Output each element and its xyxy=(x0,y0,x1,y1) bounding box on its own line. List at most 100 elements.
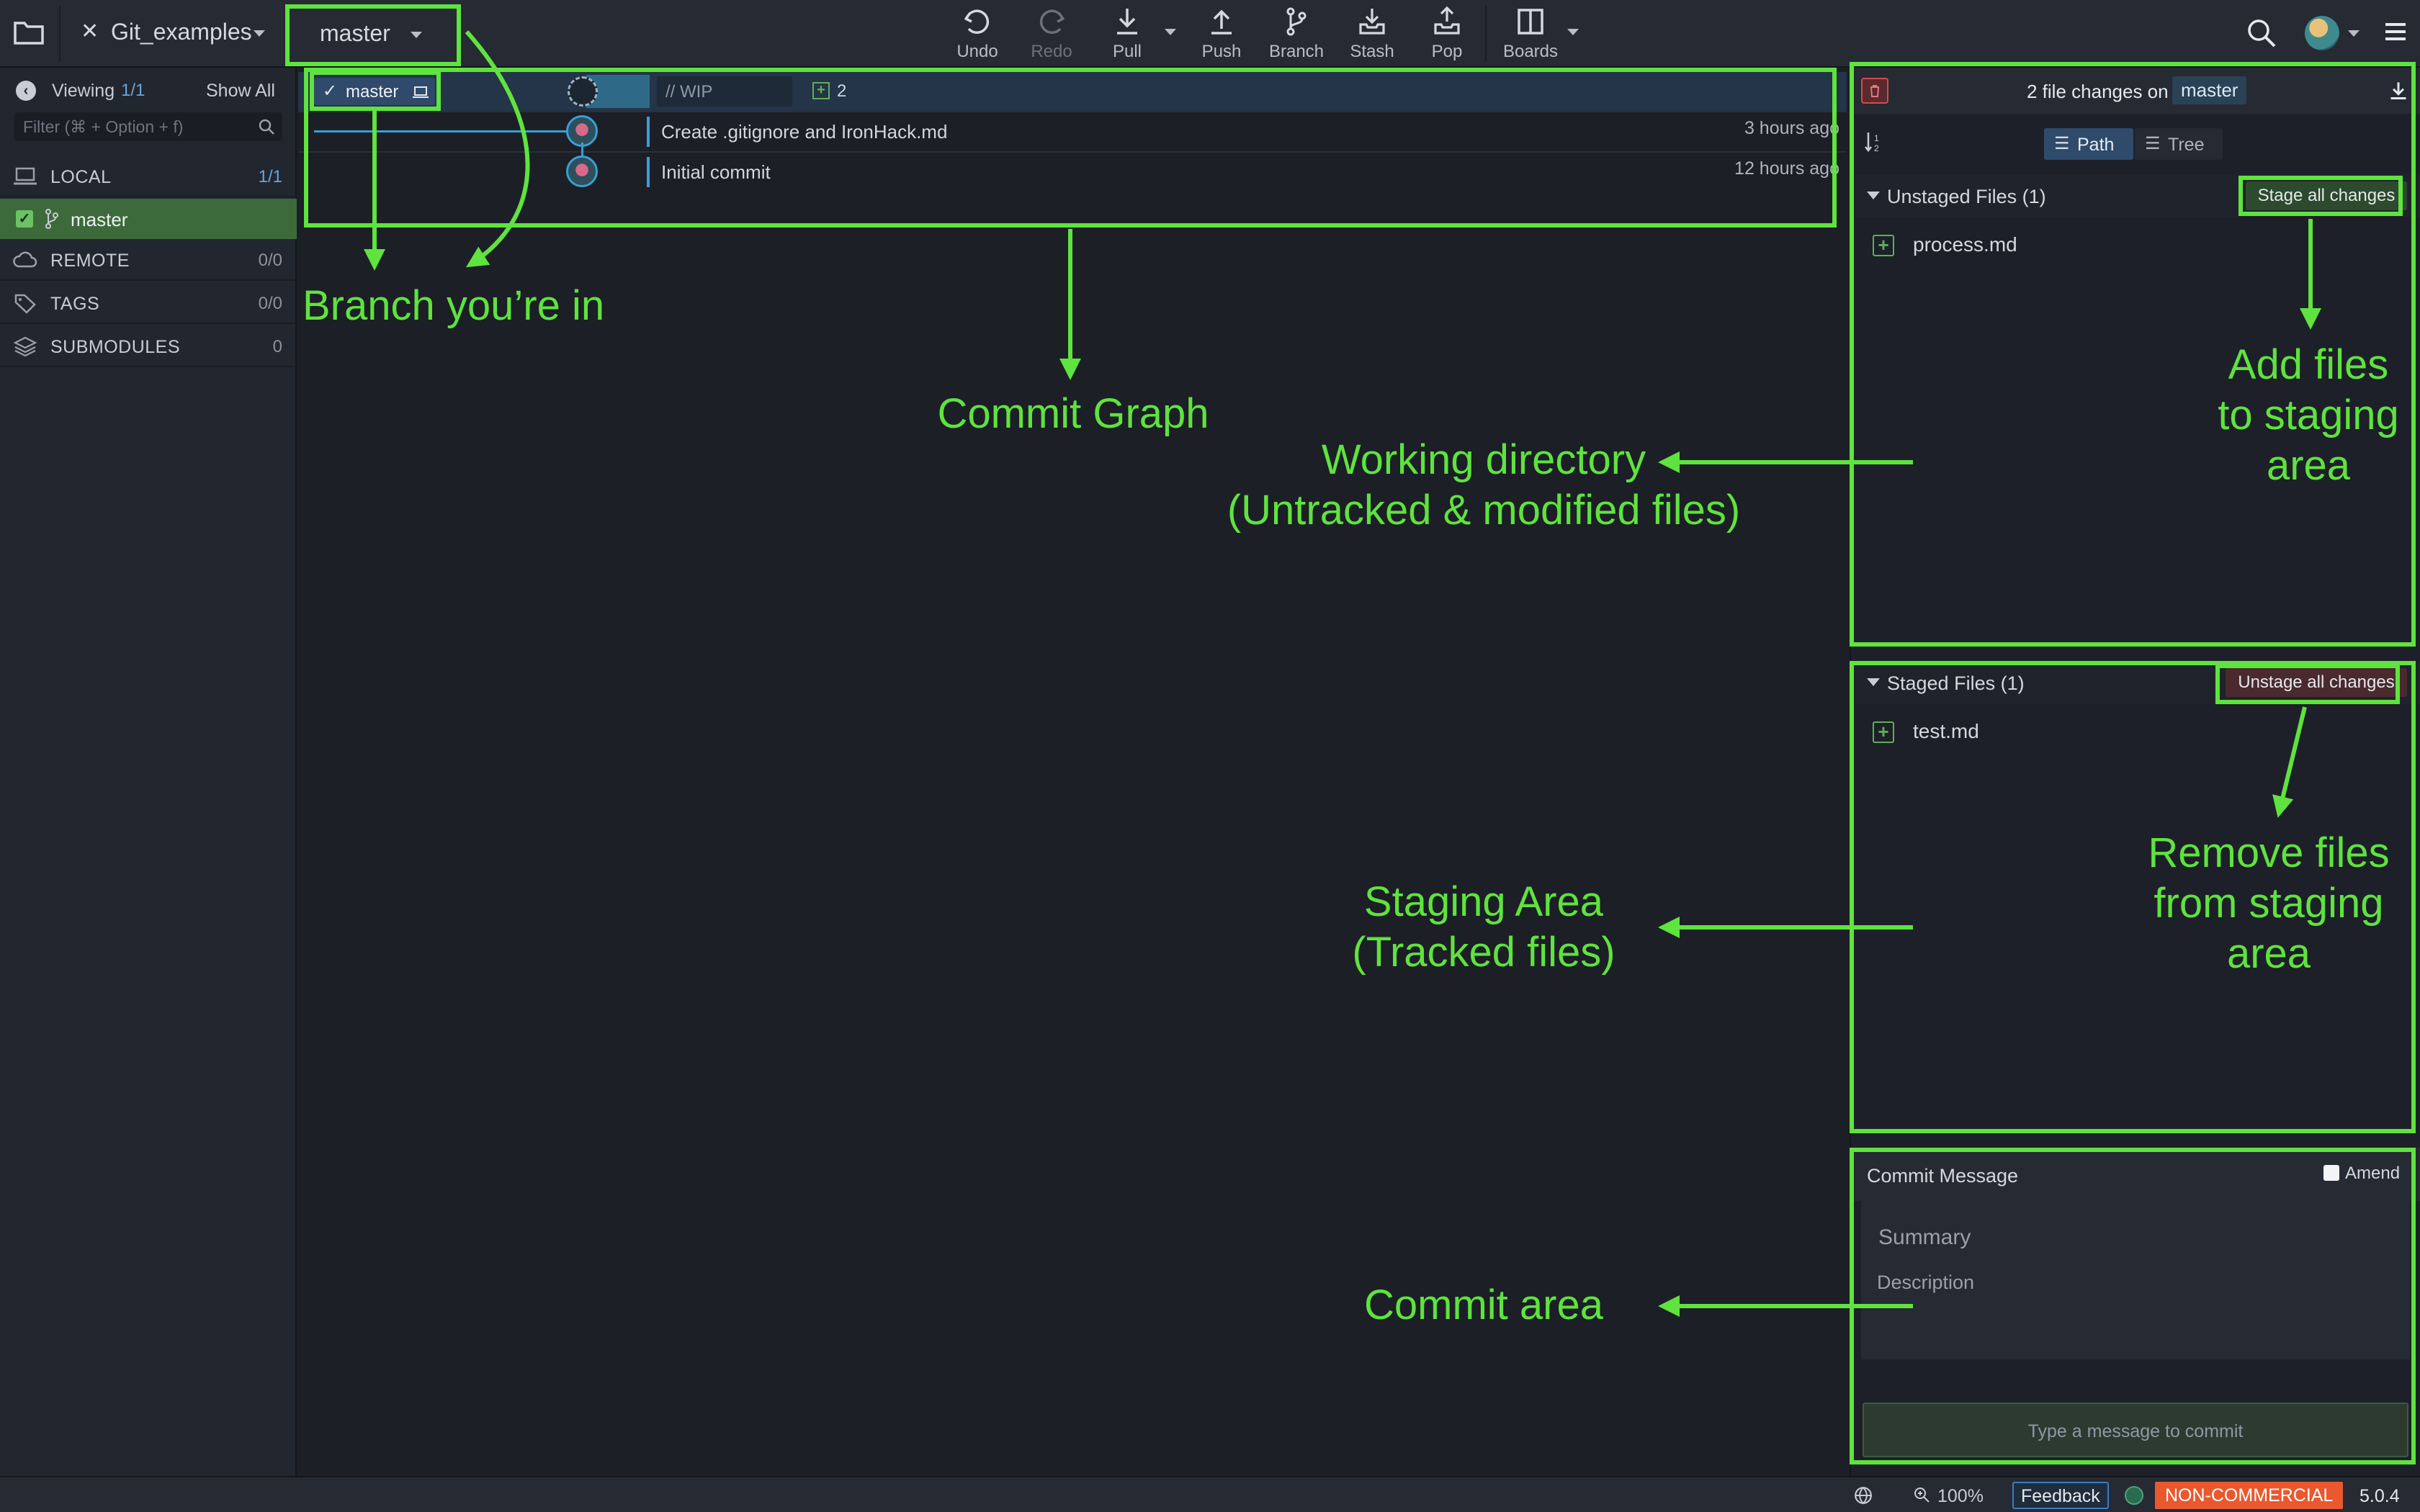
download-icon[interactable] xyxy=(2388,81,2408,101)
branch-dropdown[interactable]: master xyxy=(288,4,460,63)
commit-time: 12 hours ago xyxy=(1734,158,1839,179)
boards-icon xyxy=(1518,9,1543,35)
commit-message: Initial commit xyxy=(661,161,771,183)
branch-button[interactable]: Branch xyxy=(1253,4,1340,65)
commit-row[interactable]: Create .gitignore and IronHack.md 3 hour… xyxy=(298,112,1847,151)
annotation-line: Staging Area xyxy=(1363,878,1604,925)
undo-label: Undo xyxy=(956,42,998,61)
wip-count: 2 xyxy=(837,81,847,101)
stash-button[interactable]: Stash xyxy=(1329,4,1415,65)
license-badge[interactable]: NON-COMMERCIAL xyxy=(2155,1482,2344,1509)
annotation-line: from staging xyxy=(2154,880,2384,927)
commit-time: 3 hours ago xyxy=(1744,118,1839,138)
sort-icon[interactable]: 12 xyxy=(1864,131,1884,153)
summary-input[interactable]: Summary xyxy=(1878,1225,1971,1249)
sidebar-item-submodules[interactable]: SUBMODULES 0 xyxy=(0,325,297,367)
sidebar-label: SUBMODULES xyxy=(50,337,181,357)
triangle-down-icon[interactable] xyxy=(1867,678,1880,686)
commit-title: Commit Message xyxy=(1867,1165,2019,1187)
annotation-add-files: Add files to staging area xyxy=(2175,340,2420,491)
annotation-commit-area: Commit area xyxy=(1364,1282,1603,1328)
push-button[interactable]: Push xyxy=(1178,4,1265,65)
sidebar-branch-label: master xyxy=(71,209,128,230)
annotation-staging-area: Staging Area (Tracked files) xyxy=(1268,877,1700,978)
unstaged-header: Unstaged Files (1) Stage all changes xyxy=(1851,174,2420,217)
redo-button[interactable]: Redo xyxy=(1008,4,1095,65)
filter-input[interactable]: Filter (⌘ + Option + f) xyxy=(14,112,282,141)
branch-label-badge[interactable]: ✓ master xyxy=(314,78,435,105)
cloud-icon xyxy=(13,251,37,268)
commit-row[interactable]: Initial commit 12 hours ago xyxy=(298,143,1847,192)
commit-button[interactable]: Type a message to commit xyxy=(1863,1403,2408,1457)
view-tree-label: Tree xyxy=(2168,135,2205,155)
avatar[interactable] xyxy=(2305,16,2339,50)
branch-icon xyxy=(45,209,58,229)
menu-icon[interactable] xyxy=(2385,23,2406,42)
collapse-icon[interactable]: ‹ xyxy=(16,81,36,101)
annotation-line: (Untracked & modified files) xyxy=(1227,487,1741,534)
sidebar-item-tags[interactable]: TAGS 0/0 xyxy=(0,282,297,324)
undo-button[interactable]: Undo xyxy=(934,4,1021,65)
wip-field[interactable]: // WIP xyxy=(657,76,792,107)
folder-icon[interactable] xyxy=(13,17,45,46)
pull-icon xyxy=(1117,9,1137,35)
chevron-down-icon[interactable] xyxy=(254,30,265,37)
file-name: process.md xyxy=(1913,233,2017,256)
show-all-link[interactable]: Show All xyxy=(206,81,275,101)
viewing-count: 1/1 xyxy=(121,81,145,100)
stage-all-highlight-box xyxy=(2238,176,2403,216)
view-tree-button[interactable]: ☰ Tree xyxy=(2135,128,2223,160)
annotation-line: Add files xyxy=(2228,341,2389,388)
close-icon[interactable]: ✕ xyxy=(81,19,99,43)
sidebar-item-master[interactable]: ✓ master xyxy=(0,199,297,239)
globe-icon[interactable] xyxy=(1854,1486,1873,1505)
search-icon[interactable] xyxy=(2246,17,2277,49)
sidebar-item-local[interactable]: LOCAL 1/1 xyxy=(0,156,297,197)
boards-button[interactable]: Boards xyxy=(1487,4,1574,65)
stash-label: Stash xyxy=(1350,42,1394,61)
sidebar-item-remote[interactable]: REMOTE 0/0 xyxy=(0,239,297,281)
commit-message-box: Summary Description xyxy=(1861,1201,2410,1359)
trash-icon[interactable] xyxy=(1861,78,1888,104)
commit-area-box xyxy=(1850,1148,2416,1464)
feedback-button[interactable]: Feedback xyxy=(2012,1482,2109,1509)
version-label: 5.0.4 xyxy=(2360,1486,2400,1506)
stage-all-button[interactable]: Stage all changes xyxy=(2246,181,2407,210)
chevron-down-icon[interactable] xyxy=(2348,30,2360,37)
chevron-down-icon[interactable] xyxy=(1165,29,1176,35)
stash-icon xyxy=(1359,9,1385,35)
wip-row[interactable]: ✓ master // WIP + 2 xyxy=(298,72,1847,111)
unstage-all-button[interactable]: Unstage all changes xyxy=(2226,668,2407,697)
triangle-down-icon[interactable] xyxy=(1867,192,1880,199)
staged-file[interactable]: + test.md xyxy=(1851,710,2420,753)
amend-checkbox[interactable] xyxy=(2323,1165,2339,1181)
pop-button[interactable]: Pop xyxy=(1404,4,1490,65)
sidebar-label: REMOTE xyxy=(50,251,130,271)
description-input[interactable]: Description xyxy=(1877,1272,1975,1293)
sidebar-count: 0/0 xyxy=(258,294,282,313)
annotation-line: area xyxy=(2266,442,2351,489)
list-icon: ☰ xyxy=(2145,134,2161,153)
wip-node xyxy=(568,76,598,107)
zoom-icon[interactable] xyxy=(1913,1486,1930,1503)
header-text: 2 file changes on xyxy=(2027,81,2169,102)
staged-title: Staged Files (1) xyxy=(1887,672,2025,694)
commit-avatar-icon xyxy=(566,156,598,187)
laptop-icon xyxy=(14,167,37,185)
pop-icon xyxy=(1434,6,1460,35)
branch-name: master xyxy=(320,20,390,46)
push-icon xyxy=(1211,9,1232,35)
branch-label: Branch xyxy=(1268,42,1325,61)
commit-graph-box xyxy=(304,68,1837,228)
chevron-down-icon[interactable] xyxy=(1567,29,1579,35)
branch-highlight-box xyxy=(285,4,461,66)
annotation-working-directory: Working directory (Untracked & modified … xyxy=(1196,435,1772,536)
view-path-button[interactable]: ☰ Path xyxy=(2044,128,2133,160)
panel-header: 2 file changes on master xyxy=(1851,68,2420,114)
push-label: Push xyxy=(1201,42,1242,61)
unstaged-file[interactable]: + process.md xyxy=(1851,223,2420,266)
pull-button[interactable]: Pull xyxy=(1084,4,1170,65)
commit-button-label: Type a message to commit xyxy=(2027,1421,2244,1441)
unstage-all-highlight-box xyxy=(2215,664,2400,704)
